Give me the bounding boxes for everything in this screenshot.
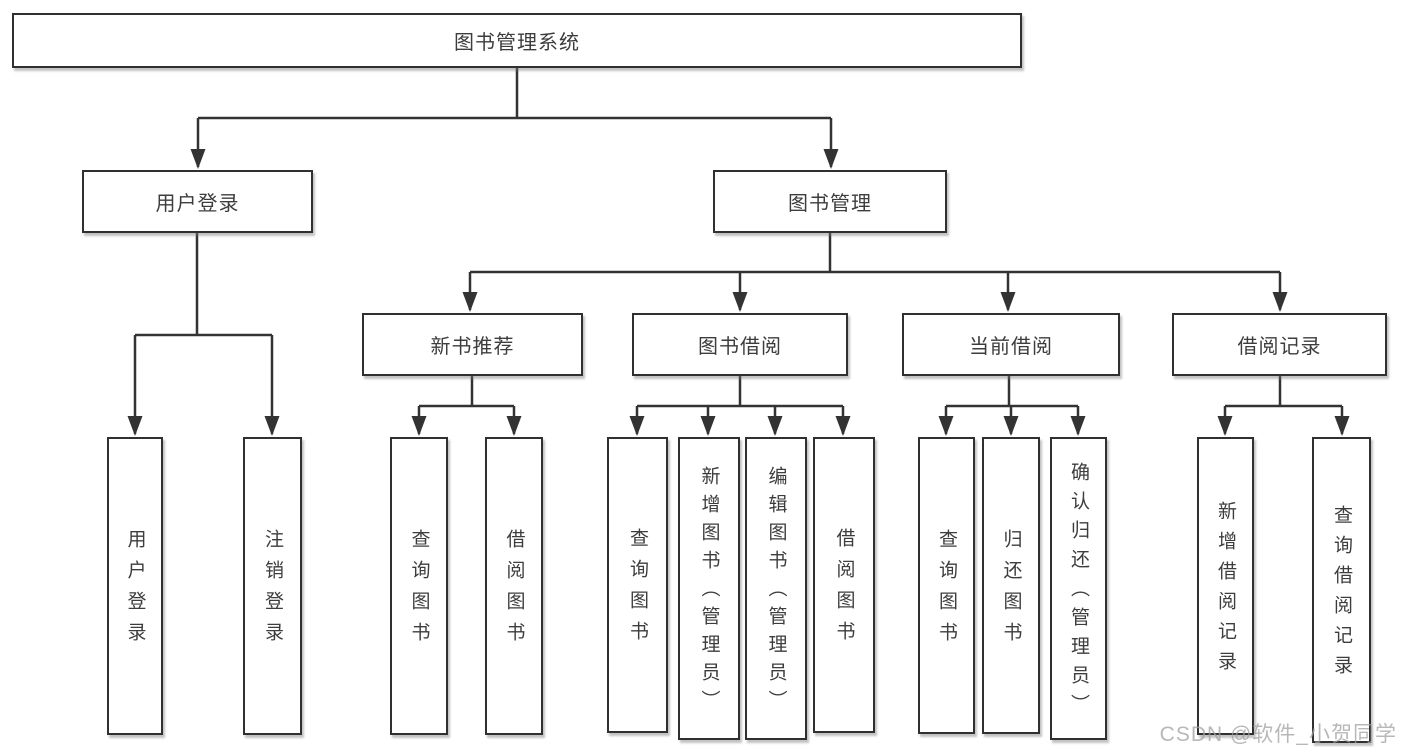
leaf-bb-borrow-book: 借阅图书	[813, 437, 875, 733]
leaf-cb-confirm-return-admin: 确认归还（管理员）	[1050, 437, 1107, 740]
node-book-management: 图书管理	[713, 170, 947, 233]
node-new-book-recommend: 新书推荐	[362, 313, 583, 376]
leaf-user-login: 用户登录	[107, 437, 163, 735]
node-user-login: 用户登录	[82, 170, 313, 233]
leaf-br-add-record: 新增借阅记录	[1197, 437, 1254, 735]
leaf-bb-edit-book-admin: 编辑图书（管理员）	[745, 437, 807, 740]
leaf-nb-query-book: 查询图书	[390, 437, 448, 735]
leaf-cb-return-book: 归还图书	[982, 437, 1040, 734]
spine-user-login	[135, 233, 272, 337]
spine-new-book	[419, 376, 514, 408]
leaf-bb-query-book: 查询图书	[607, 437, 668, 733]
spine-current-borrow	[946, 376, 1078, 408]
spine-root	[198, 68, 831, 120]
leaf-logout-login: 注销登录	[243, 437, 302, 735]
leaf-nb-borrow-book: 借阅图书	[485, 437, 543, 735]
spine-book-management	[470, 233, 1280, 274]
leaf-br-query-record: 查询借阅记录	[1312, 437, 1371, 743]
csdn-watermark: CSDN @软件_小贺同学	[1159, 723, 1397, 746]
spine-book-borrow	[637, 376, 843, 408]
node-current-borrow: 当前借阅	[902, 313, 1120, 376]
leaf-bb-add-book-admin: 新增图书（管理员）	[678, 437, 740, 740]
node-book-borrow: 图书借阅	[632, 313, 848, 376]
node-library-system: 图书管理系统	[12, 13, 1022, 68]
spine-borrow-records	[1225, 376, 1342, 408]
leaf-cb-query-book: 查询图书	[918, 437, 975, 734]
node-borrow-records: 借阅记录	[1172, 313, 1387, 376]
